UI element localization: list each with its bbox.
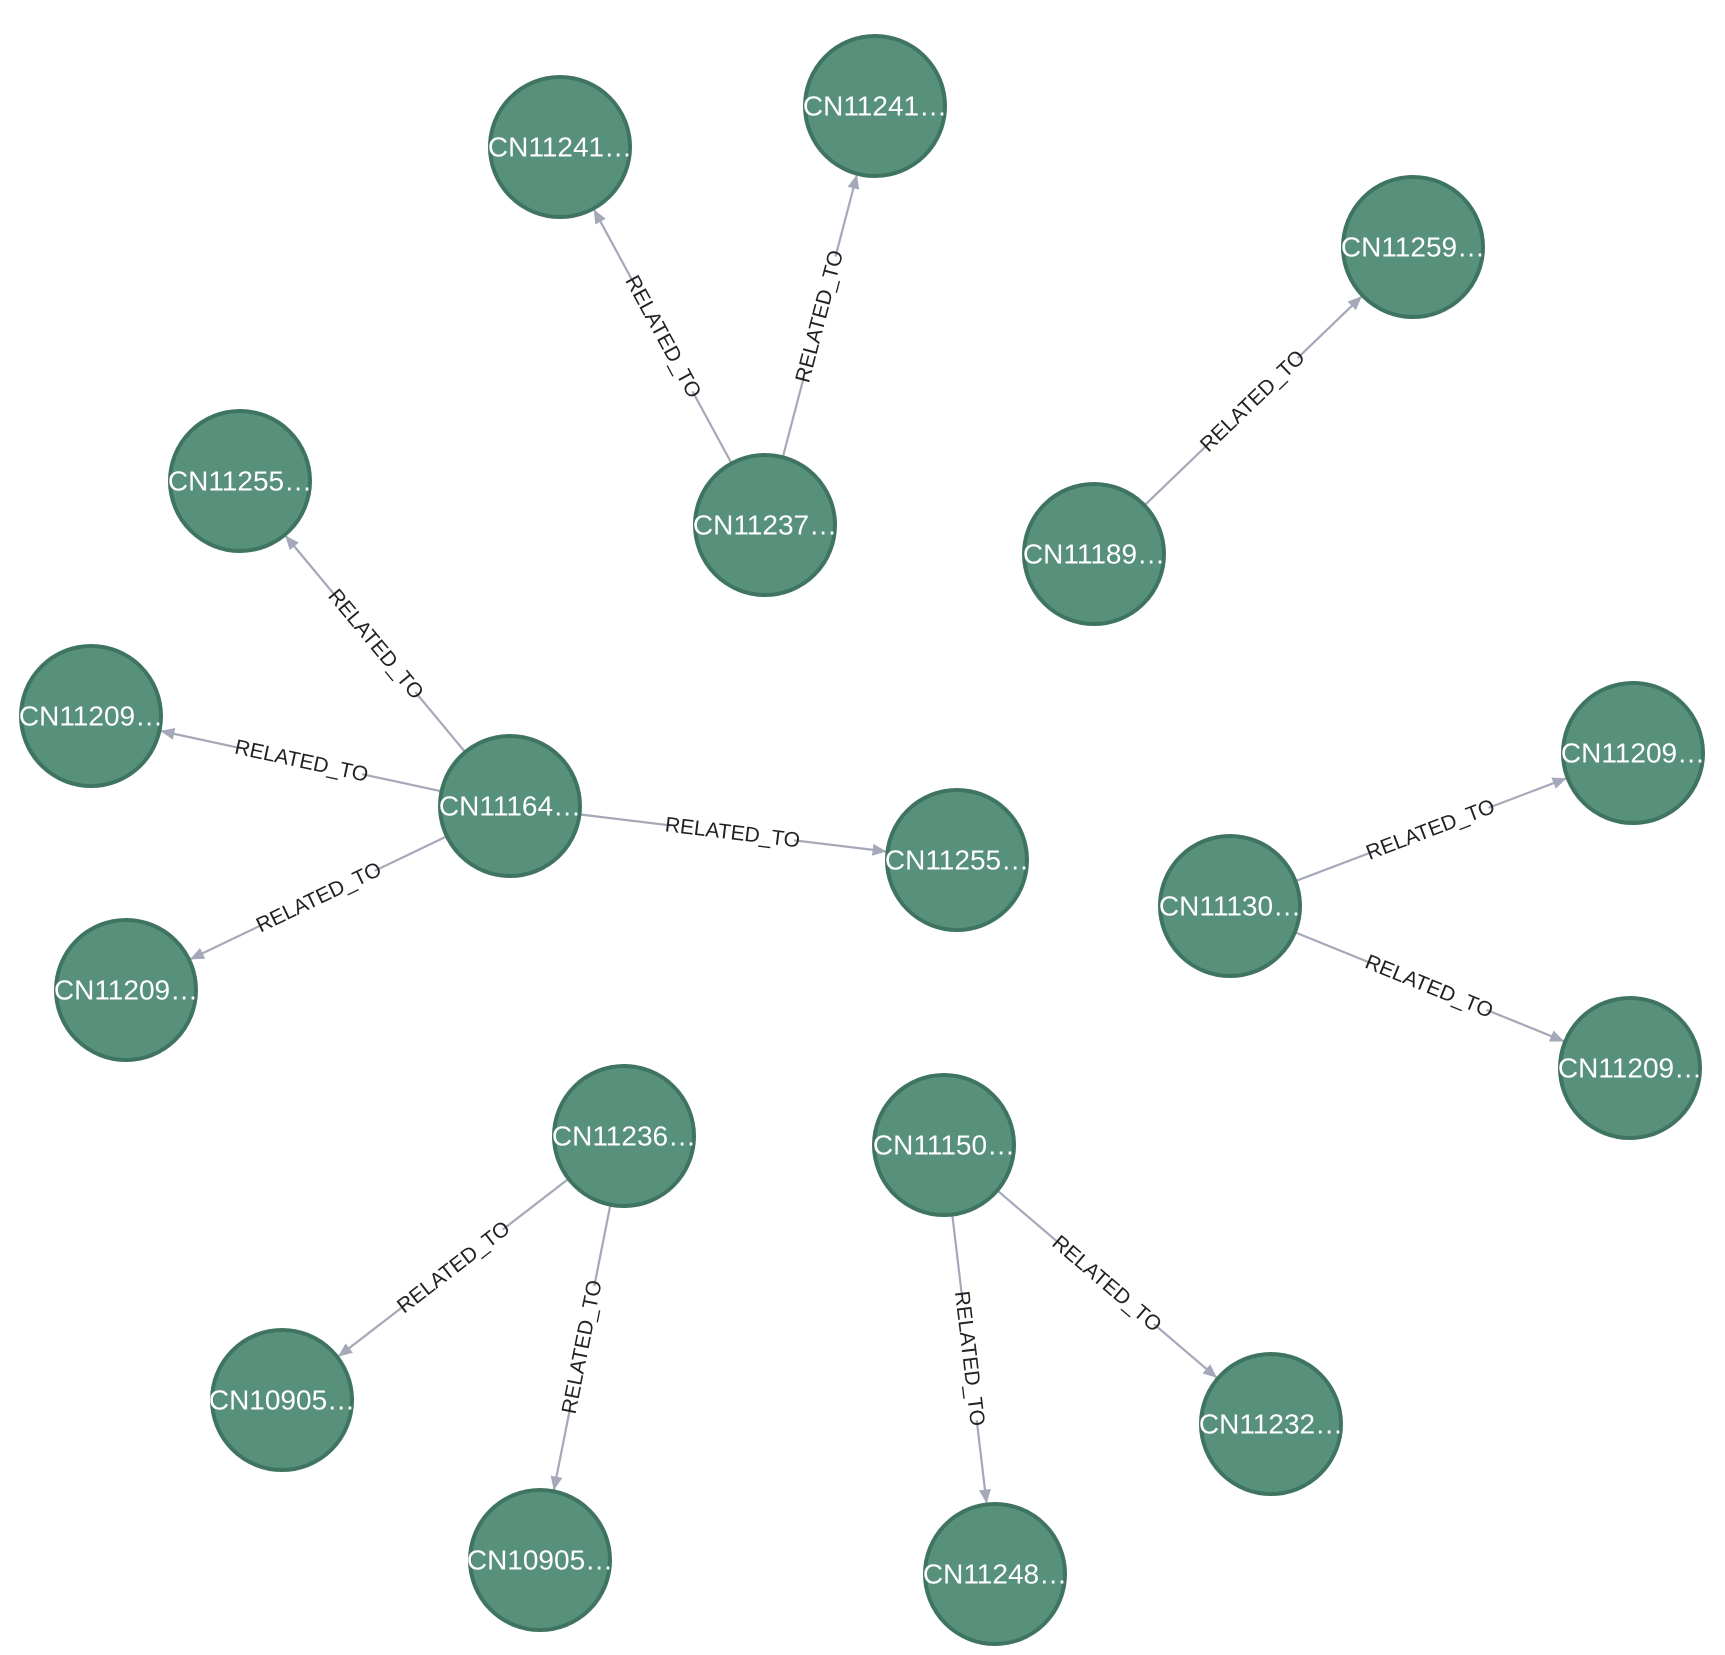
node-circle[interactable] (210, 1328, 354, 1472)
edge-label: RELATED_TO (621, 272, 706, 402)
graph-node[interactable]: CN11241… (803, 34, 947, 178)
edge-n3-n1[interactable]: RELATED_TO (593, 209, 733, 464)
node-label: CN11248… (923, 1559, 1067, 1590)
graph-node[interactable]: CN10905… (467, 1488, 613, 1632)
edge-n8-n9[interactable]: RELATED_TO (579, 813, 887, 856)
edge-label-background (950, 1295, 989, 1422)
node-label: CN11255… (885, 845, 1029, 876)
edge-n8-n7[interactable]: RELATED_TO (160, 727, 442, 793)
edge-n12-n13[interactable]: RELATED_TO (1294, 931, 1565, 1042)
graph-node[interactable]: CN11237… (693, 453, 837, 597)
edge-label-background (257, 859, 380, 936)
node-circle[interactable] (1561, 681, 1705, 825)
edge-label: RELATED_TO (1196, 346, 1310, 457)
node-circle[interactable] (923, 1502, 1067, 1646)
node-circle[interactable] (1341, 175, 1485, 319)
node-label: CN11209… (54, 975, 198, 1006)
edge-n5-n4[interactable]: RELATED_TO (1143, 296, 1362, 507)
edge-n15-n19[interactable]: RELATED_TO (950, 1214, 991, 1504)
edge-label: RELATED_TO (791, 248, 848, 385)
node-circle[interactable] (552, 1064, 696, 1208)
node-label: CN11241… (803, 91, 947, 122)
graph-node[interactable]: CN10905… (209, 1328, 355, 1472)
node-circle[interactable] (54, 918, 198, 1062)
edge-label-background (1367, 952, 1492, 1022)
graph-node[interactable]: CN11255… (168, 409, 312, 553)
node-circle[interactable] (438, 734, 582, 878)
node-circle[interactable] (803, 34, 947, 178)
node-circle[interactable] (468, 1488, 612, 1632)
node-circle[interactable] (1158, 834, 1302, 978)
edge-label-background (1199, 349, 1306, 453)
edge-label-background (622, 276, 704, 398)
edge-label-background (1368, 796, 1493, 864)
node-circle[interactable] (1558, 996, 1702, 1140)
node-circle[interactable] (885, 788, 1029, 932)
edges-layer: RELATED_TO RELATED_TO RELATED_TO RELATED_TO… (160, 174, 1567, 1504)
edge-n14-n18[interactable]: RELATED_TO (550, 1204, 612, 1491)
node-label: CN11189… (1023, 539, 1165, 570)
edge-label: RELATED_TO (558, 1278, 607, 1416)
edge-n15-n17[interactable]: RELATED_TO (996, 1189, 1217, 1379)
node-label: CN11209… (1561, 738, 1705, 769)
edge-label-background (397, 1220, 511, 1315)
edge-label: RELATED_TO (1048, 1231, 1166, 1337)
edge-label: RELATED_TO (1363, 795, 1498, 865)
edge-n8-n10[interactable]: RELATED_TO (190, 835, 448, 960)
node-label: CN11237… (693, 510, 837, 541)
node-label: CN11232… (1199, 1409, 1343, 1440)
node-label: CN11209… (1558, 1053, 1702, 1084)
node-label: CN11130… (1159, 891, 1301, 922)
node-circle[interactable] (168, 409, 312, 553)
graph-node[interactable]: CN11130… (1158, 834, 1302, 978)
edge-label-background (238, 736, 365, 786)
graph-node[interactable]: CN11209… (1558, 996, 1702, 1140)
node-circle[interactable] (488, 75, 632, 219)
node-label: CN11241… (488, 132, 632, 163)
edge-label: RELATED_TO (393, 1217, 515, 1318)
node-circle[interactable] (1199, 1352, 1343, 1496)
graph-node[interactable]: CN11236… (552, 1064, 696, 1208)
edge-label-background (1051, 1234, 1162, 1334)
node-label: CN11259… (1341, 232, 1485, 263)
edge-label: RELATED_TO (950, 1290, 989, 1428)
node-label: CN10905… (467, 1545, 613, 1576)
edge-n14-n16[interactable]: RELATED_TO (338, 1177, 570, 1357)
graph-node[interactable]: CN11259… (1341, 175, 1485, 319)
nodes-layer: CN11241… CN11241… CN11237… CN11259… CN11189…… (19, 34, 1705, 1646)
node-label: CN11255… (168, 466, 312, 497)
node-circle[interactable] (19, 644, 163, 788)
edge-label: RELATED_TO (323, 585, 427, 704)
node-label: CN11209… (19, 701, 163, 732)
graph-node[interactable]: CN11255… (885, 788, 1029, 932)
edge-n3-n2[interactable]: RELATED_TO (781, 174, 860, 458)
edge-label: RELATED_TO (233, 736, 371, 787)
node-label: CN11164… (439, 791, 581, 822)
graph-node[interactable]: CN11164… (438, 734, 582, 878)
edge-label-background (558, 1283, 607, 1411)
graph-node[interactable]: CN11150… (872, 1073, 1016, 1217)
graph-node[interactable]: CN11189… (1022, 482, 1166, 626)
node-label: CN11236… (552, 1121, 696, 1152)
node-label: CN10905… (209, 1385, 355, 1416)
graph-node[interactable]: CN11209… (1561, 681, 1705, 825)
graph-node[interactable]: CN11209… (54, 918, 198, 1062)
node-circle[interactable] (1022, 482, 1166, 626)
edge-label: RELATED_TO (1362, 950, 1496, 1022)
graph-node[interactable]: CN11241… (488, 75, 632, 219)
node-circle[interactable] (693, 453, 837, 597)
graph-node[interactable]: CN11209… (19, 644, 163, 788)
edge-label-background (669, 813, 796, 853)
node-label: CN11150… (873, 1130, 1015, 1161)
edge-label: RELATED_TO (253, 858, 385, 937)
edge-label-background (326, 588, 425, 700)
edge-n12-n11[interactable]: RELATED_TO (1295, 777, 1567, 883)
node-circle[interactable] (872, 1073, 1016, 1217)
graph-node[interactable]: CN11232… (1199, 1352, 1343, 1496)
edge-label-background (792, 253, 848, 380)
graph-node[interactable]: CN11248… (923, 1502, 1067, 1646)
edge-label: RELATED_TO (664, 813, 802, 852)
edge-n8-n6[interactable]: RELATED_TO (285, 535, 467, 753)
